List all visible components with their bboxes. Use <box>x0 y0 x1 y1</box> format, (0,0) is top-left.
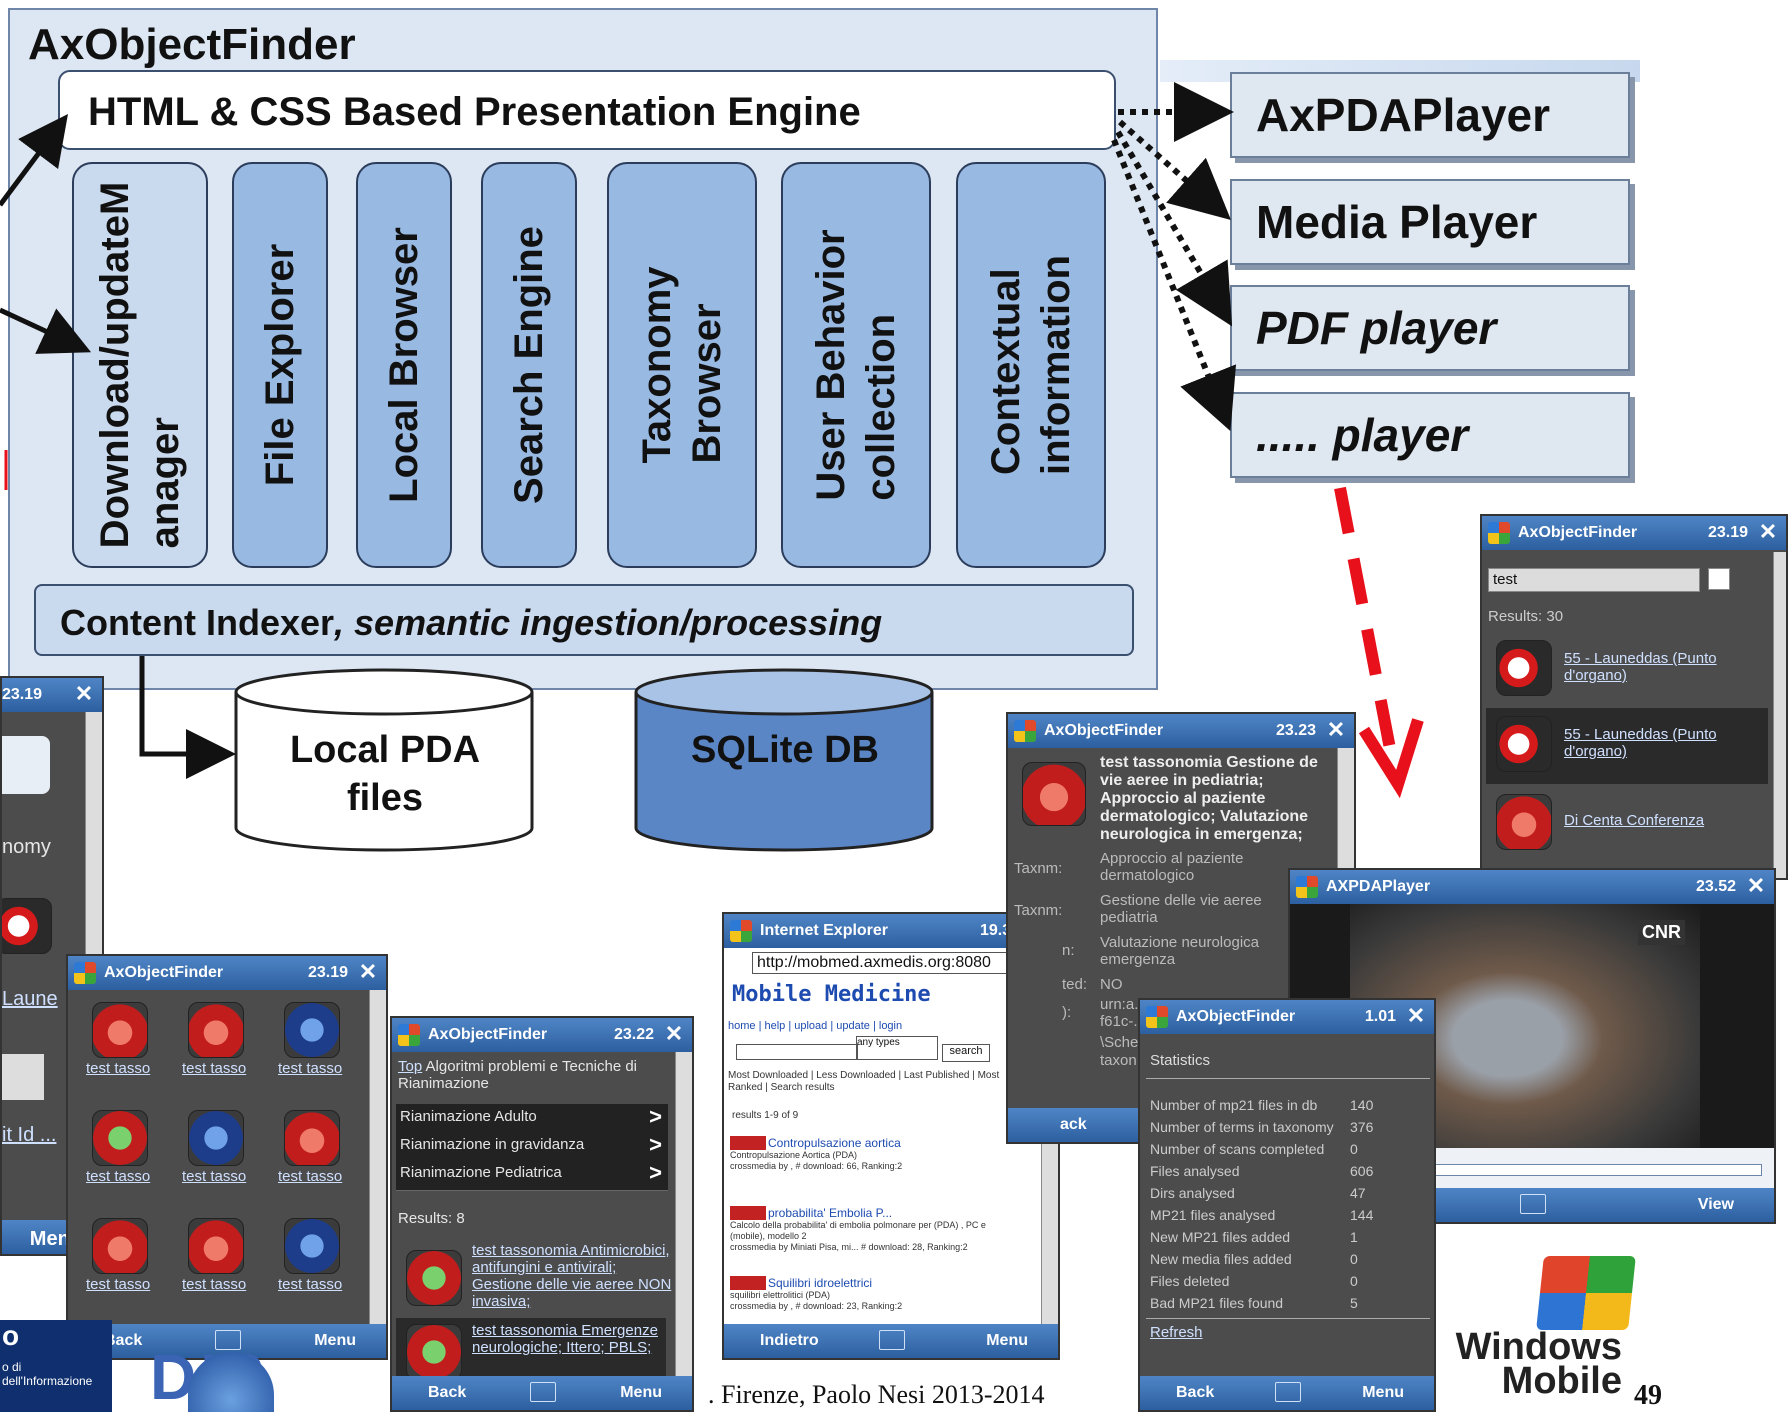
address-bar[interactable]: http://mobmed.axmedis.org:8080 <box>752 952 1024 974</box>
axmedis-icon <box>730 1136 766 1150</box>
ax-icon <box>2 898 52 954</box>
item-icon[interactable] <box>1496 794 1552 850</box>
refresh-link[interactable]: Refresh <box>1150 1324 1203 1341</box>
grid-icon-3[interactable] <box>284 1002 340 1058</box>
grid-icon-2[interactable] <box>188 1002 244 1058</box>
presentation-engine: HTML & CSS Based Presentation Engine <box>58 70 1116 150</box>
globe-icon <box>188 1352 274 1412</box>
search-button[interactable]: search <box>942 1044 990 1062</box>
windows-logo-icon <box>74 962 96 984</box>
phone-grid: AxObjectFinder 23.19 ✕ test tasso test t… <box>66 954 388 1360</box>
keyboard-icon[interactable] <box>1520 1194 1546 1214</box>
phone-statistics: AxObjectFinder 1.01 ✕ Statistics Number … <box>1138 998 1436 1412</box>
player-axpdaplayer: AxPDAPlayer <box>1230 72 1630 158</box>
music-icon <box>2 1054 44 1100</box>
phone-search: AxObjectFinder 23.19 ✕ test Results: 30 … <box>1480 514 1788 880</box>
close-icon[interactable]: ✕ <box>1746 873 1766 898</box>
search-input[interactable]: test <box>1488 568 1700 592</box>
keyboard-icon[interactable] <box>530 1382 556 1402</box>
type-select[interactable]: any types <box>856 1036 938 1060</box>
windows-logo-icon <box>730 920 752 942</box>
content-indexer: Content Indexer, semantic ingestion/proc… <box>34 584 1134 656</box>
phone-list: AxObjectFinder 23.22 ✕ Top Algoritmi pro… <box>390 1016 694 1412</box>
windows-logo-icon <box>1014 720 1036 742</box>
close-icon[interactable]: ✕ <box>358 959 378 984</box>
phone-internet-explorer: Internet Explorer 19.35 ✕ http://mobmed.… <box>722 912 1060 1360</box>
keyboard-icon[interactable] <box>879 1330 905 1350</box>
scrollbar[interactable] <box>369 990 386 1328</box>
grid-icon-5[interactable] <box>188 1110 244 1166</box>
item-icon <box>1022 762 1086 826</box>
windows-logo-icon <box>1488 522 1510 544</box>
close-icon[interactable]: ✕ <box>74 681 94 706</box>
sqlite-db-cylinder <box>634 668 934 852</box>
grid-icon-9[interactable] <box>284 1218 340 1274</box>
keyboard-icon[interactable] <box>215 1330 241 1350</box>
windows-logo-icon <box>1296 876 1318 898</box>
ax-icon[interactable] <box>1496 716 1552 772</box>
grid-icon-6[interactable] <box>284 1110 340 1166</box>
windows-logo-icon <box>398 1024 420 1046</box>
scrollbar[interactable] <box>675 1052 692 1410</box>
result-icon[interactable] <box>406 1250 462 1306</box>
close-icon[interactable]: ✕ <box>1326 717 1346 742</box>
windows-logo-icon <box>1146 1006 1168 1028</box>
close-icon[interactable]: ✕ <box>1758 519 1778 544</box>
close-icon[interactable]: ✕ <box>664 1021 684 1046</box>
module-search-engine: Search Engine <box>481 162 577 568</box>
list-item[interactable]: Rianimazione Pediatrica> <box>396 1160 668 1191</box>
local-pda-files-cylinder <box>234 668 534 852</box>
axmedis-icon <box>730 1276 766 1290</box>
page-number: 49 <box>1634 1380 1662 1411</box>
grid-icon-4[interactable] <box>92 1110 148 1166</box>
player-pdf-player: PDF player <box>1230 285 1630 371</box>
list-item[interactable]: Rianimazione Adulto> <box>396 1104 668 1135</box>
keyboard-icon[interactable] <box>1275 1382 1301 1402</box>
close-icon[interactable]: ✕ <box>1406 1003 1426 1028</box>
grid-icon-1[interactable] <box>92 1002 148 1058</box>
player-media-player: Media Player <box>1230 179 1630 265</box>
document-icon <box>2 736 50 794</box>
module-local-browser: Local Browser <box>356 162 452 568</box>
module-file-explorer: File Explorer <box>232 162 328 568</box>
search-input[interactable] <box>736 1044 858 1060</box>
windows-flag-icon <box>1536 1256 1636 1330</box>
scrollbar[interactable] <box>1337 748 1354 868</box>
list-item[interactable]: Rianimazione in gravidanza> <box>396 1132 668 1163</box>
grid-icon-8[interactable] <box>188 1218 244 1274</box>
sqlite-db-label: SQLite DB <box>691 729 879 771</box>
red-arrow-head <box>1358 718 1424 799</box>
player-other-player: ..... player <box>1230 392 1630 478</box>
architecture-title: AxObjectFinder <box>28 20 356 69</box>
scrollbar[interactable] <box>1773 552 1786 878</box>
axmedis-icon <box>730 1206 766 1220</box>
grid-icon-7[interactable] <box>92 1218 148 1274</box>
result-icon[interactable] <box>406 1324 462 1380</box>
ax-icon[interactable] <box>1496 640 1552 696</box>
footer-text: . Firenze, Paolo Nesi 2013-2014 <box>708 1380 1045 1409</box>
checkbox[interactable] <box>1708 568 1730 590</box>
